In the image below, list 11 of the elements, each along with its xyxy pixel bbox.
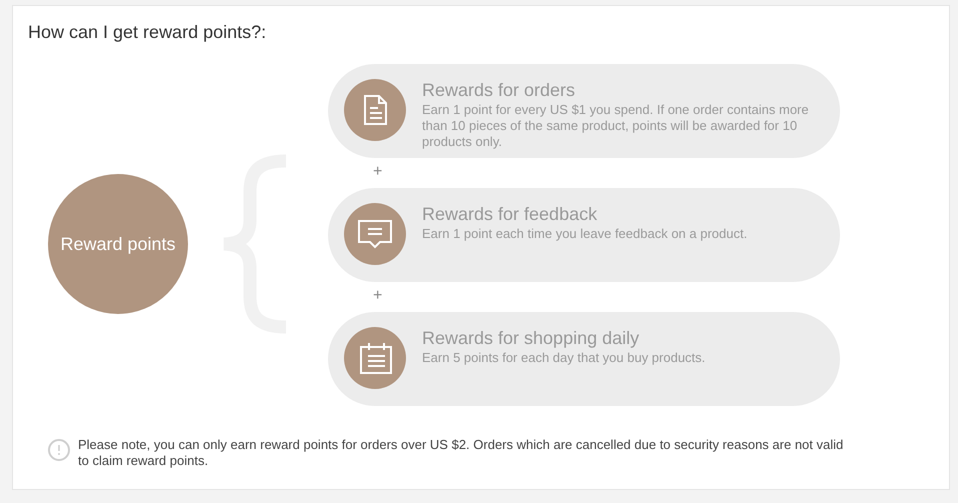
heading: How can I get reward points?: bbox=[28, 21, 266, 43]
plus-sign: + bbox=[373, 163, 382, 181]
card-description: Earn 1 point each time you leave feedback on a product. bbox=[422, 226, 748, 242]
note-text: Please note, you can only earn reward points for orders over US $2. Orders which are cancelled due to security reasons are not valid to claim reward points. bbox=[78, 437, 844, 469]
card-description: Earn 1 point for every US $1 you spend. If one order contains more than 10 pieces of the same product, points will be awarded for 10 products only. bbox=[422, 102, 810, 150]
card-description: Earn 5 points for each day that you buy products. bbox=[422, 350, 706, 366]
card-heading: Rewards for shopping daily bbox=[422, 327, 640, 349]
card-heading: Rewards for orders bbox=[422, 79, 576, 101]
node-label: Reward points bbox=[60, 233, 176, 255]
card-heading: Rewards for feedback bbox=[422, 203, 598, 225]
plus-sign: + bbox=[373, 287, 382, 305]
